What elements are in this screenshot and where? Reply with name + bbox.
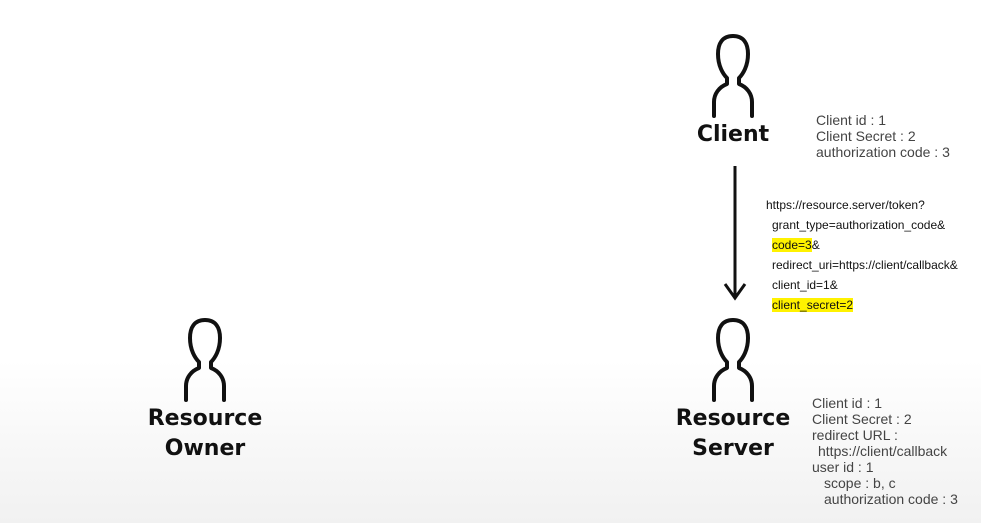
client-info-secret: Client Secret : 2: [816, 128, 916, 144]
request-client-id: client_id=1&: [772, 278, 838, 292]
client-actor: Client: [678, 32, 788, 150]
server-info-user-id: user id : 1: [812, 459, 874, 475]
server-info-scope: scope : b, c: [824, 475, 896, 491]
request-code-line: code=3&: [766, 238, 958, 252]
server-info-redirect-url: https://client/callback: [818, 443, 948, 459]
server-info-auth-code: authorization code : 3: [824, 491, 958, 507]
request-url: https://resource.server/token?: [766, 198, 925, 212]
resource-server-label: Resource Server: [675, 406, 791, 461]
server-info-client-id: Client id : 1: [812, 395, 883, 411]
request-code-suffix: &: [811, 238, 820, 252]
down-arrow: [723, 166, 747, 301]
resource-owner-label: Resource Owner: [147, 406, 263, 461]
request-client-secret-highlight: client_secret=2: [772, 298, 854, 312]
request-client-secret-line: client_secret=2: [766, 298, 958, 312]
token-request: https://resource.server/token? grant_typ…: [766, 198, 958, 312]
server-info-client-secret: Client Secret : 2: [812, 411, 912, 427]
client-info-auth-code: authorization code : 3: [816, 144, 950, 160]
client-info: Client id : 1 Client Secret : 2 authoriz…: [816, 112, 950, 160]
server-info-redirect-label: redirect URL :: [812, 427, 898, 443]
request-grant-type: grant_type=authorization_code&: [772, 218, 946, 232]
person-icon: [712, 34, 754, 118]
client-info-id: Client id : 1: [816, 112, 887, 128]
request-redirect-uri: redirect_uri=https://client/callback&: [772, 258, 958, 272]
server-info: Client id : 1 Client Secret : 2 redirect…: [812, 395, 958, 507]
person-icon: [712, 318, 754, 402]
person-icon: [184, 318, 226, 402]
client-label: Client: [696, 122, 770, 147]
resource-owner-actor: Resource Owner: [140, 316, 270, 464]
resource-server-actor: Resource Server: [668, 316, 798, 464]
request-code-highlight: code=3: [772, 238, 812, 252]
